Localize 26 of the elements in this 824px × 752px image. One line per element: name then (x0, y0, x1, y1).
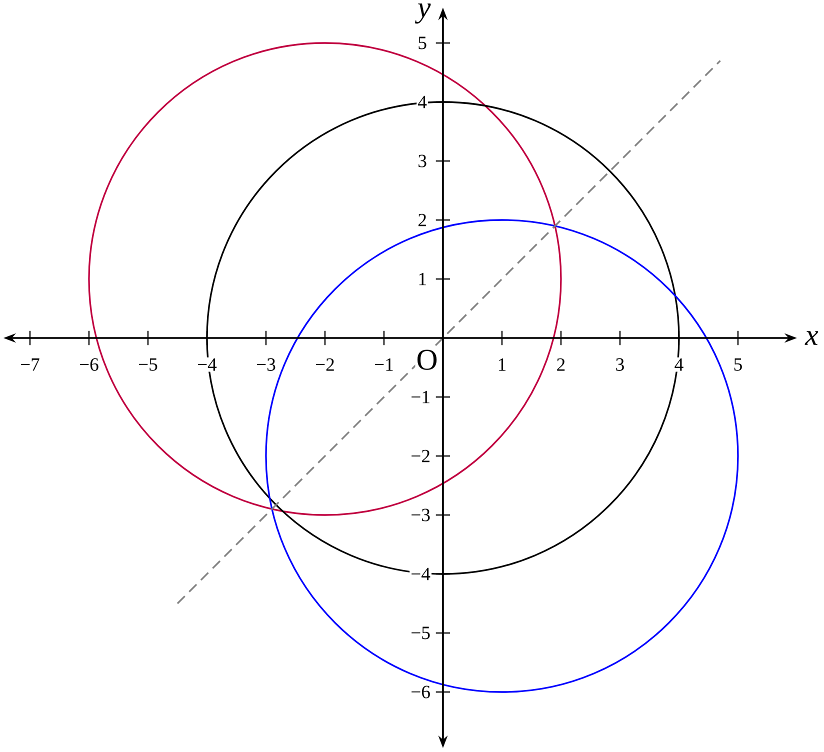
tick-label: −3 (410, 508, 432, 522)
tick-label: −4 (410, 566, 432, 582)
tick-label: 2 (555, 357, 567, 372)
tick-label: 1 (496, 357, 508, 372)
tick-label: −7 (19, 357, 41, 372)
tick-label: 5 (732, 357, 744, 372)
tick-label: −2 (410, 448, 432, 464)
tick-label: −4 (196, 357, 218, 372)
tick-label: 4 (673, 357, 685, 372)
tick-label: −5 (137, 357, 159, 372)
tick-label: 5 (416, 36, 428, 50)
origin-label: O (415, 348, 439, 371)
tick-label: 3 (614, 357, 626, 372)
tick-label: 4 (416, 94, 428, 110)
axis-label: x (804, 330, 820, 346)
tick-label: −3 (255, 357, 277, 372)
tick-label: −1 (373, 357, 395, 372)
tick-label: −2 (314, 357, 336, 372)
tick-label: −1 (410, 390, 432, 404)
tick-label: 2 (416, 212, 428, 228)
tick-label: 1 (416, 272, 428, 286)
tick-label: −6 (78, 357, 100, 372)
axis-label: y (414, 2, 432, 25)
tick-label: −6 (410, 684, 432, 700)
tick-label: 3 (416, 154, 428, 168)
tick-label: −5 (410, 626, 432, 640)
